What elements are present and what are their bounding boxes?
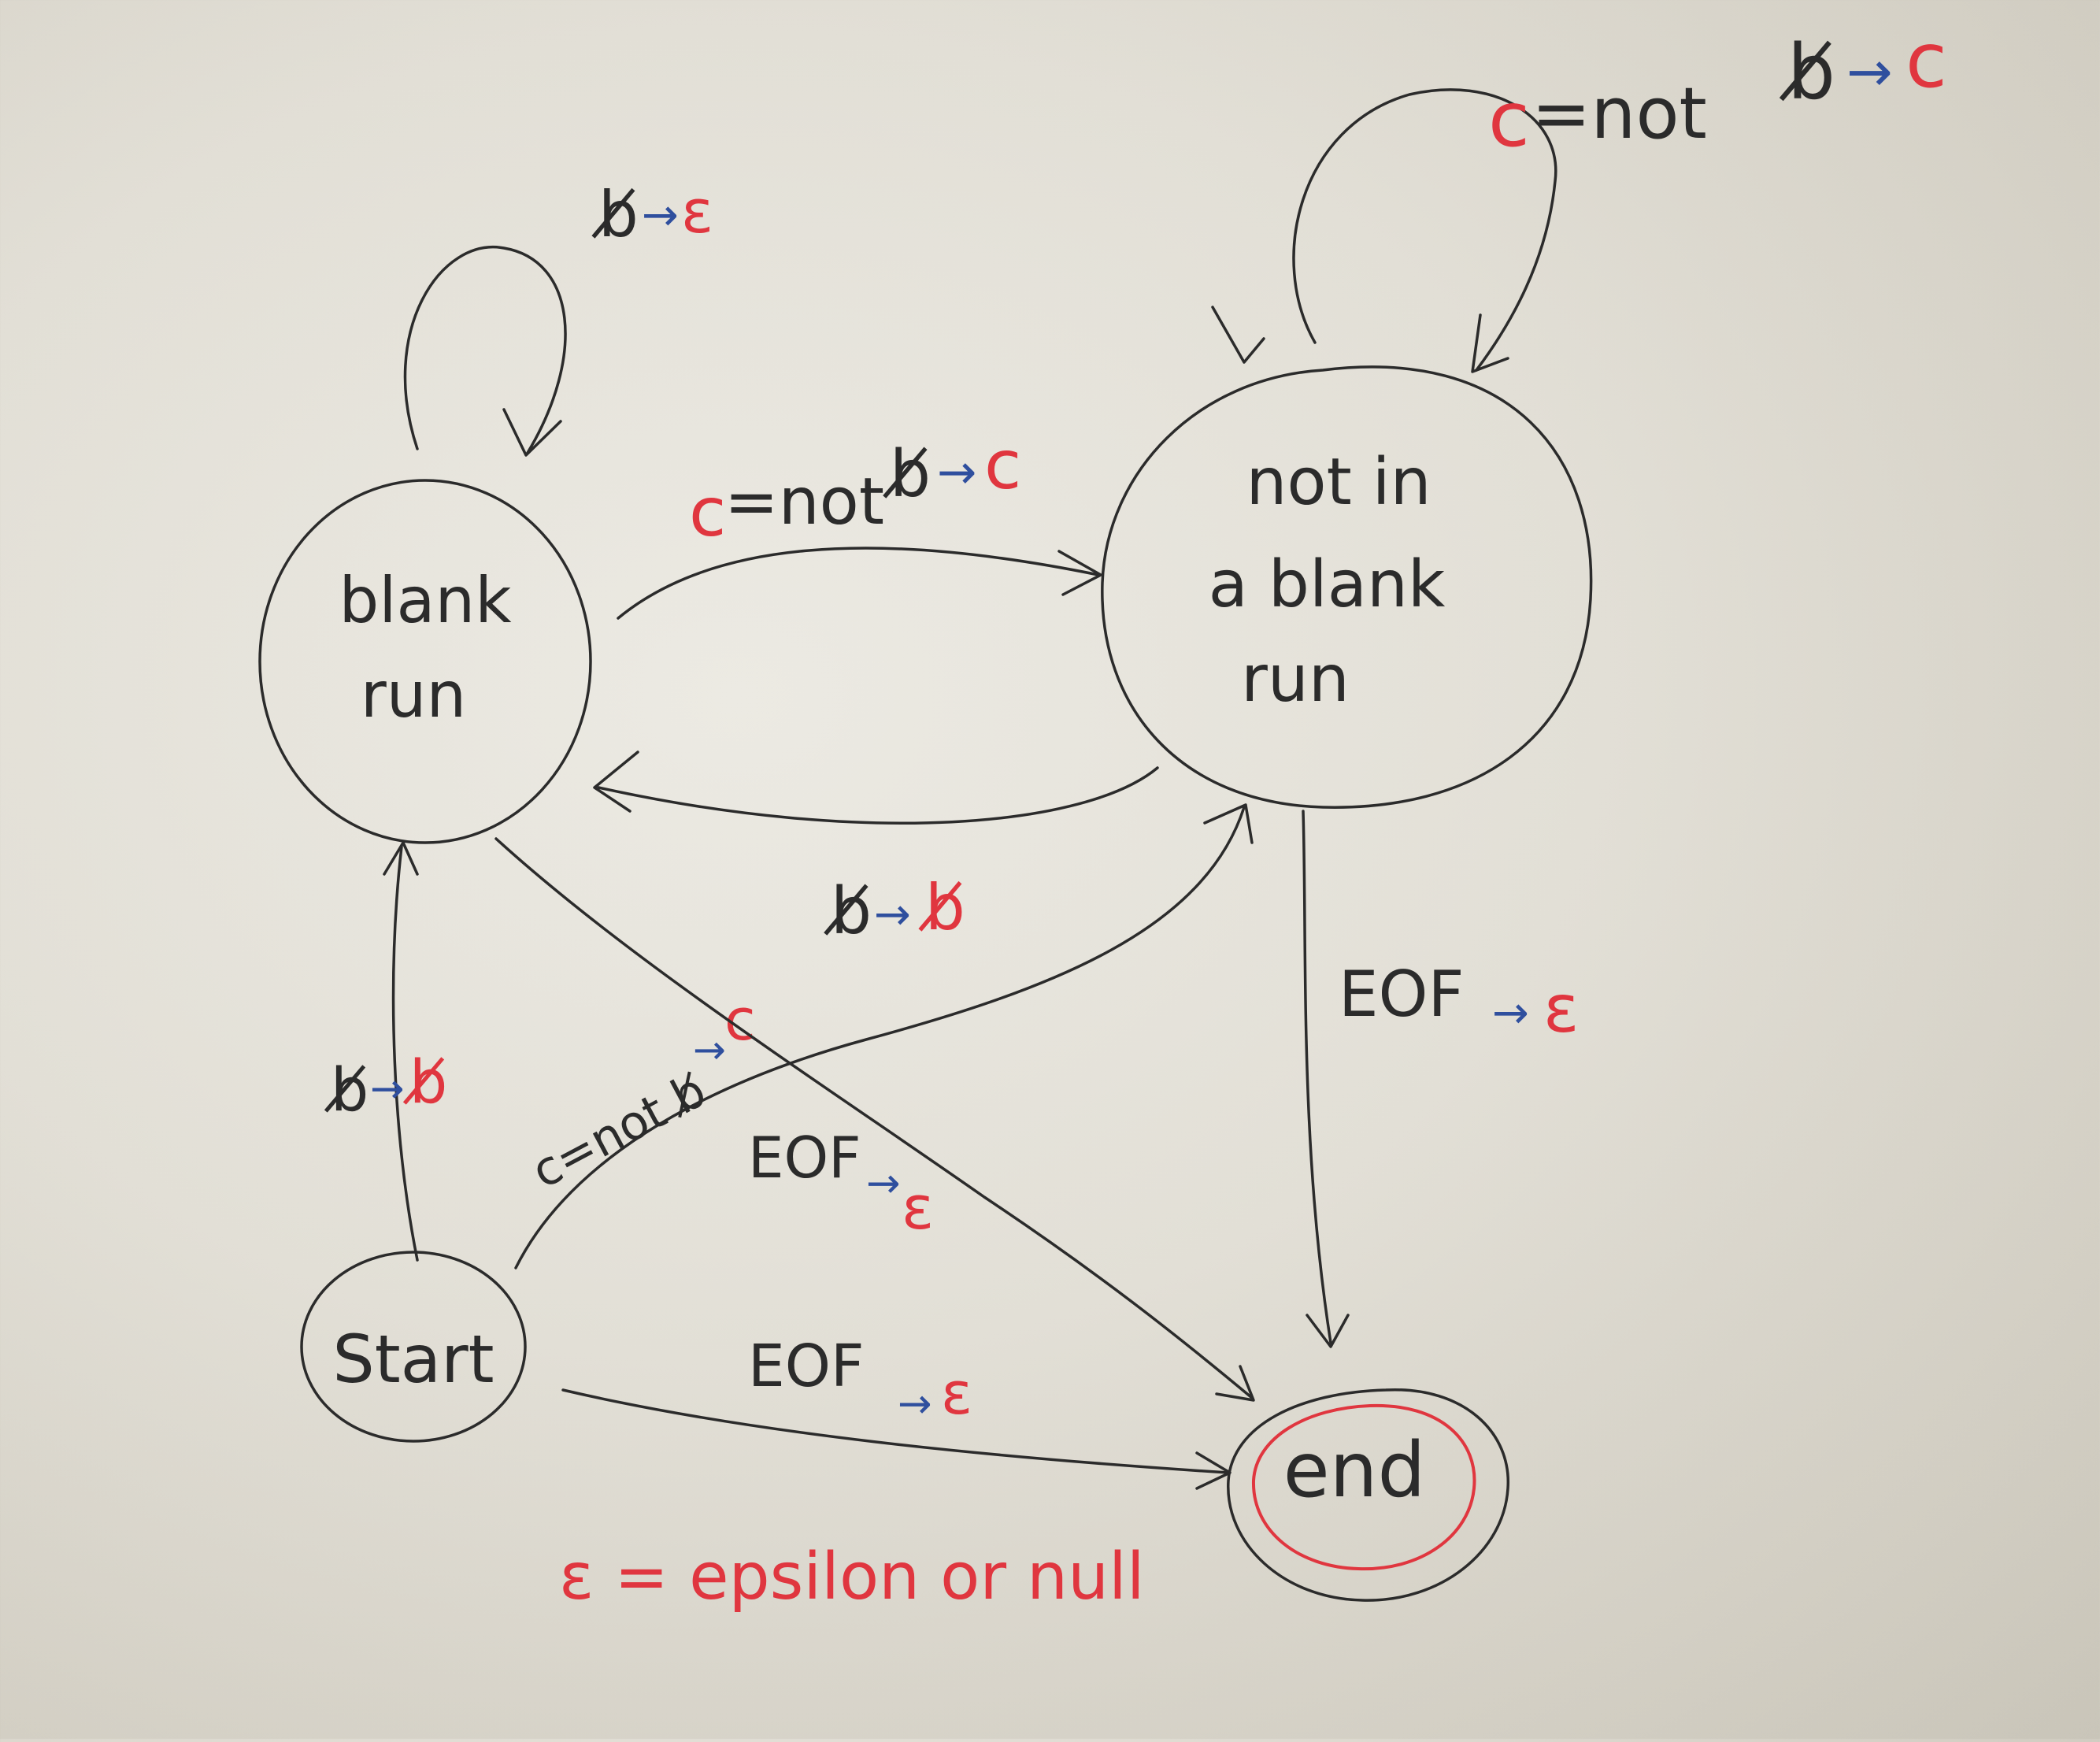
state-end-inner-circle xyxy=(1251,1403,1476,1571)
blank-self-loop-arrowhead xyxy=(502,408,562,457)
transition-blank-to-not-blank: c =not b̸ → c xyxy=(617,426,1102,620)
state-start-label: Start xyxy=(332,1321,494,1398)
state-not-in-blank-run-label-1: not in xyxy=(1246,445,1431,520)
not-blank-to-blank-output: b̸ xyxy=(918,871,965,944)
blank-to-end-output: ε xyxy=(902,1173,934,1243)
blank-self-loop-arrow-sign: → xyxy=(642,190,679,241)
start-to-end-output: ε xyxy=(941,1360,972,1428)
transition-start-to-blank: b̸ → b̸ xyxy=(324,841,447,1262)
not-blank-to-blank-arrowhead xyxy=(593,751,639,813)
not-blank-self-loop-arrow-sign: → xyxy=(1846,39,1893,104)
transition-not-blank-to-blank: b̸ → b̸ xyxy=(593,751,1159,949)
state-end-outer-circle xyxy=(1227,1388,1509,1602)
state-end-label: end xyxy=(1283,1426,1426,1514)
state-blank-run-label-2: run xyxy=(361,658,466,732)
state-not-in-blank-run-label-2: a blank xyxy=(1209,547,1446,622)
start-to-blank-arrowhead xyxy=(383,841,419,876)
not-blank-start-marker xyxy=(1211,306,1265,364)
not-blank-self-loop-input-c: c xyxy=(1488,76,1530,164)
start-to-end-input: EOF xyxy=(748,1332,865,1400)
blank-to-end-arrow-sign: → xyxy=(866,1160,901,1207)
not-blank-to-end-arrow xyxy=(1302,810,1332,1344)
transition-start-to-end: EOF → ε xyxy=(561,1332,1231,1490)
start-to-blank-arrow xyxy=(391,845,419,1262)
state-not-in-blank-run-circle xyxy=(1101,365,1593,809)
not-blank-self-loop-arrowhead xyxy=(1471,313,1509,373)
not-blank-to-end-output: ε xyxy=(1543,970,1579,1047)
state-not-in-blank-run-label-3: run xyxy=(1241,642,1350,717)
blank-self-loop-output: ε xyxy=(681,176,713,246)
not-blank-to-end-arrowhead xyxy=(1306,1314,1350,1348)
transition-blank-to-end: EOF → ε xyxy=(494,837,1255,1402)
not-blank-to-blank-input: b̸ xyxy=(824,874,872,949)
not-blank-self-loop-output: c xyxy=(1906,17,1947,105)
not-blank-self-loop-input-not: =not xyxy=(1531,72,1707,155)
not-blank-to-blank-arrow-sign: → xyxy=(874,889,911,940)
start-to-end-arrowhead xyxy=(1195,1451,1231,1490)
blank-to-not-blank-output: c xyxy=(984,426,1021,505)
blank-to-not-blank-input-c: c xyxy=(689,473,726,552)
blank-to-not-blank-arrow xyxy=(617,547,1100,620)
start-to-not-blank-arrowhead xyxy=(1203,803,1254,844)
state-not-in-blank-run: not in a blank run xyxy=(1101,365,1593,809)
blank-to-not-blank-arrow-sign: → xyxy=(937,445,976,500)
transition-not-blank-to-end: EOF → ε xyxy=(1302,810,1579,1348)
not-blank-self-loop-input-b: b̸ xyxy=(1779,28,1835,117)
blank-to-end-arrowhead xyxy=(1215,1365,1255,1402)
start-to-blank-output: b̸ xyxy=(402,1047,447,1117)
start-to-not-blank-arrow xyxy=(514,806,1246,1269)
not-blank-to-end-arrow-sign: → xyxy=(1492,988,1529,1039)
blank-self-loop-input: b̸ xyxy=(591,178,639,251)
blank-to-end-input: EOF xyxy=(748,1125,861,1191)
start-to-blank-arrow-sign: → xyxy=(370,1066,405,1113)
state-end-accepting: end xyxy=(1227,1388,1509,1602)
blank-to-end-arrow xyxy=(494,837,1254,1399)
state-blank-run: blank run xyxy=(258,479,592,844)
blank-self-loop-arrow xyxy=(403,246,567,454)
state-blank-run-label-1: blank xyxy=(339,564,512,637)
start-to-blank-input: b̸ xyxy=(324,1054,369,1125)
start-to-not-blank-input: c=not b̸ xyxy=(523,1062,715,1199)
transition-not-blank-self-loop: c =not b̸ → c xyxy=(1211,17,1947,373)
not-blank-to-end-input: EOF xyxy=(1339,958,1465,1031)
transition-blank-self-loop: b̸ → ε xyxy=(403,176,713,457)
start-to-not-blank-arrow-sign: → xyxy=(693,1027,726,1073)
epsilon-legend: ε = epsilon or null xyxy=(559,1540,1145,1614)
state-start: Start xyxy=(300,1251,527,1443)
blank-to-not-blank-input-b: b̸ xyxy=(883,437,931,512)
blank-to-not-blank-arrowhead xyxy=(1057,550,1102,596)
state-start-circle xyxy=(300,1251,527,1443)
blank-to-not-blank-input-not: =not xyxy=(724,465,884,539)
start-to-end-arrow-sign: → xyxy=(898,1381,932,1428)
not-blank-self-loop-arrow xyxy=(1292,88,1557,372)
state-blank-run-circle xyxy=(258,479,592,844)
not-blank-to-blank-arrow xyxy=(597,766,1159,825)
start-to-end-arrow xyxy=(561,1388,1230,1474)
